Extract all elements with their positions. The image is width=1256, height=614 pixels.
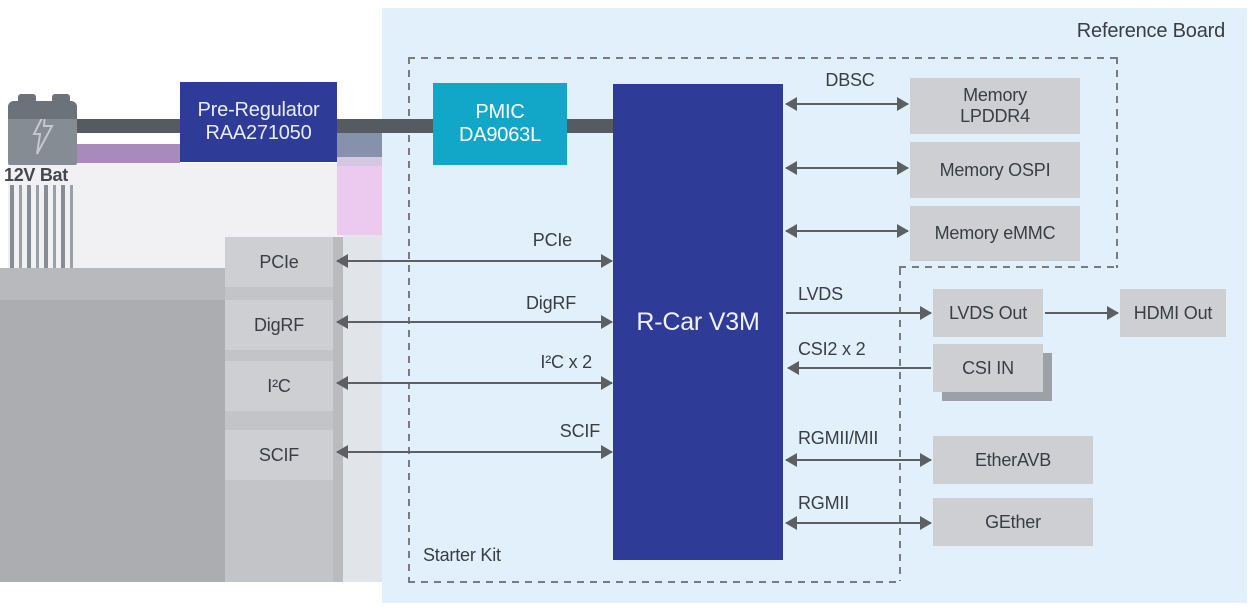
bus-arrow-csi2	[787, 361, 931, 375]
starter-kit-label: Starter Kit	[423, 545, 501, 565]
pre-regulator-block: Pre-Regulator RAA271050	[180, 82, 337, 162]
csi-in-block: CSI IN	[933, 344, 1043, 392]
background-stripe-pink	[337, 166, 382, 235]
port-label-pcie: PCIe	[259, 251, 299, 272]
bus-label-rgmii-mii: RGMII/MII	[798, 428, 879, 448]
pre-regulator-name: Pre-Regulator	[197, 99, 320, 121]
gether-label: GEther	[985, 511, 1041, 532]
background-stripe-lavender	[337, 157, 382, 166]
etheravb-block: EtherAVB	[933, 436, 1093, 484]
soc-block: R-Car V3M	[613, 84, 783, 560]
background-column-light	[343, 235, 382, 582]
bus-arrow-lvds	[786, 306, 932, 320]
port-block-pcie: PCIe	[225, 237, 333, 287]
port-block-scif: SCIF	[225, 430, 333, 480]
soc-label: R-Car V3M	[636, 307, 760, 336]
bus-label-rgmii: RGMII	[798, 493, 849, 513]
starter-kit-boundary-right	[1116, 57, 1118, 268]
starter-kit-boundary-bottom	[408, 581, 899, 583]
artifact-bars	[10, 185, 78, 268]
bus-label-dbsc: DBSC	[825, 70, 875, 90]
port-block-digrf: DigRF	[225, 300, 333, 350]
bus-arrow-rgmii-mii	[785, 453, 932, 467]
memory-label-lpddr4: Memory LPDDR4	[960, 85, 1030, 126]
bus-arrow-pcie	[336, 254, 613, 268]
bus-arrow-scif	[336, 445, 613, 459]
bus-label-lvds: LVDS	[798, 284, 843, 304]
memory-block-ospi: Memory OSPI	[910, 142, 1080, 198]
port-label-digrf: DigRF	[253, 314, 304, 335]
gether-block: GEther	[933, 498, 1093, 546]
hdmi-out-label: HDMI Out	[1133, 302, 1213, 323]
memory-label-ospi: Memory OSPI	[939, 159, 1051, 180]
pmic-name: PMIC	[475, 101, 525, 123]
bus-arrow-rgmii	[785, 516, 932, 530]
lightning-bolt-icon	[32, 111, 54, 155]
background-panel-gray-top	[0, 268, 225, 300]
lvds-out-block: LVDS Out	[933, 289, 1043, 337]
etheravb-label: EtherAVB	[974, 449, 1052, 470]
bus-label-digrf: DigRF	[525, 293, 576, 313]
battery-cap	[8, 101, 77, 119]
bus-arrow-emmc	[785, 224, 909, 238]
bus-arrow-digrf	[336, 315, 613, 329]
reference-board-label: Reference Board	[1076, 20, 1225, 42]
lvds-out-label: LVDS Out	[948, 302, 1028, 323]
starter-kit-boundary-mid-horizontal	[899, 266, 1118, 268]
bus-label-scif: SCIF	[559, 421, 600, 441]
starter-kit-boundary-mid-vertical	[899, 268, 901, 581]
port-label-scif: SCIF	[258, 444, 300, 465]
background-panel-gray	[0, 300, 225, 582]
csi-in-label: CSI IN	[962, 357, 1014, 378]
bus-label-i2c: I²C x 2	[540, 352, 592, 372]
pre-regulator-part: RAA271050	[205, 122, 312, 144]
bus-arrow-hdmi	[1045, 306, 1119, 320]
starter-kit-boundary-left	[408, 57, 410, 581]
background-column-sliver	[333, 237, 343, 582]
starter-kit-boundary-top	[408, 57, 1118, 59]
memory-block-lpddr4: Memory LPDDR4	[910, 78, 1080, 134]
bus-label-csi2: CSI2 x 2	[798, 339, 866, 359]
hdmi-out-block: HDMI Out	[1120, 289, 1226, 337]
background-stripe-purple	[77, 144, 180, 163]
battery-label: 12V Bat	[4, 165, 68, 185]
port-block-i2c: I²C	[225, 361, 333, 411]
memory-block-emmc: Memory eMMC	[910, 206, 1080, 261]
bus-arrow-i2c	[336, 376, 613, 390]
port-label-i2c: I²C	[267, 375, 291, 396]
bus-label-pcie: PCIe	[532, 230, 572, 250]
pmic-part: DA9063L	[459, 124, 541, 146]
bus-arrow-dbsc-lpddr4	[785, 97, 909, 111]
pmic-block: PMIC DA9063L	[433, 83, 567, 165]
memory-label-emmc: Memory eMMC	[934, 223, 1056, 244]
bus-arrow-ospi	[785, 161, 909, 175]
